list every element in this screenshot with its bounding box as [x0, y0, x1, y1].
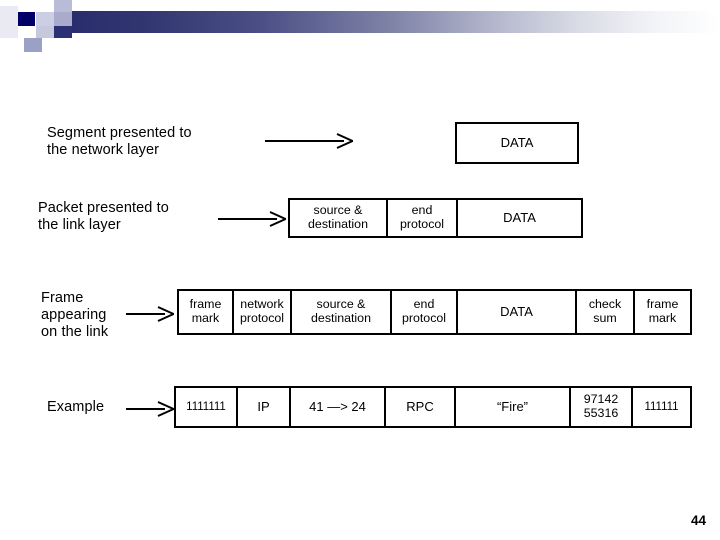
segment-row-arrow-icon: [265, 133, 353, 149]
packet-row-arrow-icon: [218, 211, 286, 227]
frame-row-field-network-protocol: network protocol: [234, 291, 292, 333]
example-row-field-check-sum: 97142 55316: [571, 388, 633, 426]
deco-square-pale-1: [0, 6, 18, 38]
segment-row-label: Segment presented to the network layer: [47, 125, 192, 159]
header-gradient-bar: [46, 11, 720, 33]
frame-row-field-data: DATA: [458, 291, 577, 333]
frame-row-field-check-sum: check sum: [577, 291, 635, 333]
example-row-field-data: “Fire”: [456, 388, 571, 426]
deco-square-lavender-2: [54, 0, 72, 12]
packet-row-field-data: DATA: [503, 209, 536, 225]
deco-square-lavender-5: [36, 26, 54, 38]
deco-square-lavender-3: [36, 12, 54, 26]
page-number: 44: [690, 513, 706, 528]
deco-square-navy-2: [54, 26, 72, 38]
frame-row-field-frame-mark-start: frame mark: [179, 291, 234, 333]
example-row-arrow-icon: [126, 401, 174, 417]
slide-header-band: [0, 0, 720, 56]
example-row-label: Example: [47, 399, 105, 415]
packet-row-field-end-protocol: end protocol: [388, 200, 458, 236]
frame-row-field-frame-mark-end: frame mark: [646, 297, 679, 325]
example-row-field-frame-mark-end: 111111: [644, 400, 679, 413]
frame-row-arrow-icon: [126, 306, 174, 322]
example-row-field-end-protocol: RPC: [386, 388, 456, 426]
segment-row-pdu: DATA: [455, 122, 579, 164]
segment-row-field-data: DATA: [500, 134, 534, 150]
frame-row-field-end-protocol: end protocol: [392, 291, 458, 333]
example-row-field-source-destination: 41 —> 24: [291, 388, 386, 426]
example-row-field-frame-mark-start: 1111111: [176, 388, 238, 426]
packet-row-label: Packet presented to the link layer: [38, 200, 169, 234]
deco-square-lavender-6: [24, 38, 42, 52]
frame-row-field-source-destination: source & destination: [292, 291, 392, 333]
frame-row-label: Frame appearing on the link: [41, 290, 109, 341]
deco-square-lavender-1: [36, 0, 54, 12]
deco-square-navy: [18, 12, 35, 26]
deco-square-white-1: [18, 26, 36, 38]
packet-row-field-source-destination: source & destination: [290, 200, 388, 236]
example-row-field-network-protocol: IP: [238, 388, 291, 426]
deco-square-lavender-4: [54, 12, 72, 26]
